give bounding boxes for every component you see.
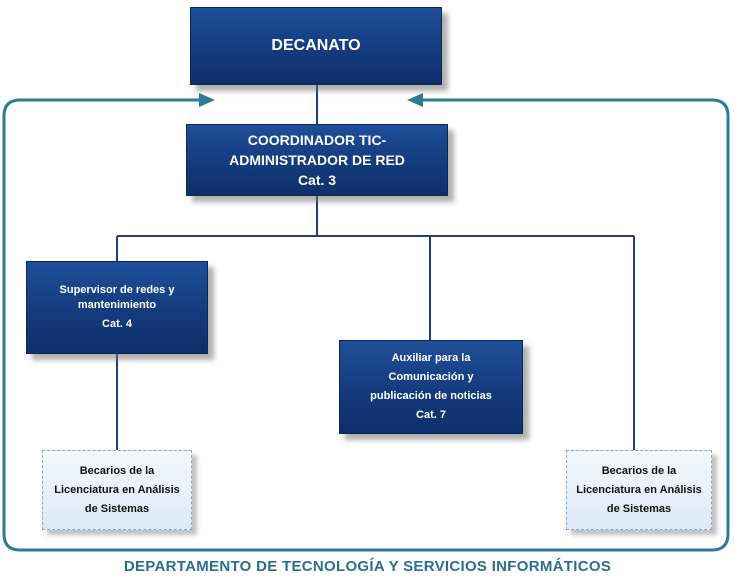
auxiliar-box: Auxiliar para la Comunicación y publicac… xyxy=(339,340,523,434)
becarios-right-line1: Becarios de la xyxy=(601,464,677,477)
arrowhead-right xyxy=(407,93,423,107)
decanato-box: DECANATO xyxy=(190,7,442,85)
becarios-right-box: Becarios de la Licenciatura en Análisis … xyxy=(566,450,712,530)
auxiliar-cat: Cat. 7 xyxy=(416,409,446,421)
supervisor-line2: mantenimiento xyxy=(77,299,157,311)
coordinador-line2: ADMINISTRADOR DE RED xyxy=(229,152,405,168)
becarios-right-line2: Licenciatura en Análisis xyxy=(576,483,702,496)
becarios-left-box: Becarios de la Licenciatura en Análisis … xyxy=(42,450,192,530)
coordinador-cat: Cat. 3 xyxy=(297,172,337,188)
becarios-left-line1: Becarios de la xyxy=(79,464,155,477)
auxiliar-line2: Comunicación y xyxy=(388,371,474,383)
feedback-loop-arrow xyxy=(2,98,730,552)
supervisor-box: Supervisor de redes y mantenimiento Cat.… xyxy=(26,261,208,354)
supervisor-line1: Supervisor de redes y xyxy=(59,284,175,296)
arrowhead-left xyxy=(199,93,215,107)
supervisor-cat: Cat. 4 xyxy=(102,318,132,330)
becarios-right-line3: de Sistemas xyxy=(606,502,672,515)
auxiliar-line1: Auxiliar para la xyxy=(391,352,471,364)
department-footer: DEPARTAMENTO DE TECNOLOGÍA Y SERVICIOS I… xyxy=(123,558,612,575)
coordinador-line1: COORDINADOR TIC- xyxy=(247,132,387,148)
decanato-title: DECANATO xyxy=(271,37,361,54)
auxiliar-line3: publicación de noticias xyxy=(370,390,492,402)
coordinador-box: COORDINADOR TIC- ADMINISTRADOR DE RED Ca… xyxy=(186,124,448,196)
becarios-left-line2: Licenciatura en Análisis xyxy=(54,483,180,496)
becarios-left-line3: de Sistemas xyxy=(84,502,150,515)
